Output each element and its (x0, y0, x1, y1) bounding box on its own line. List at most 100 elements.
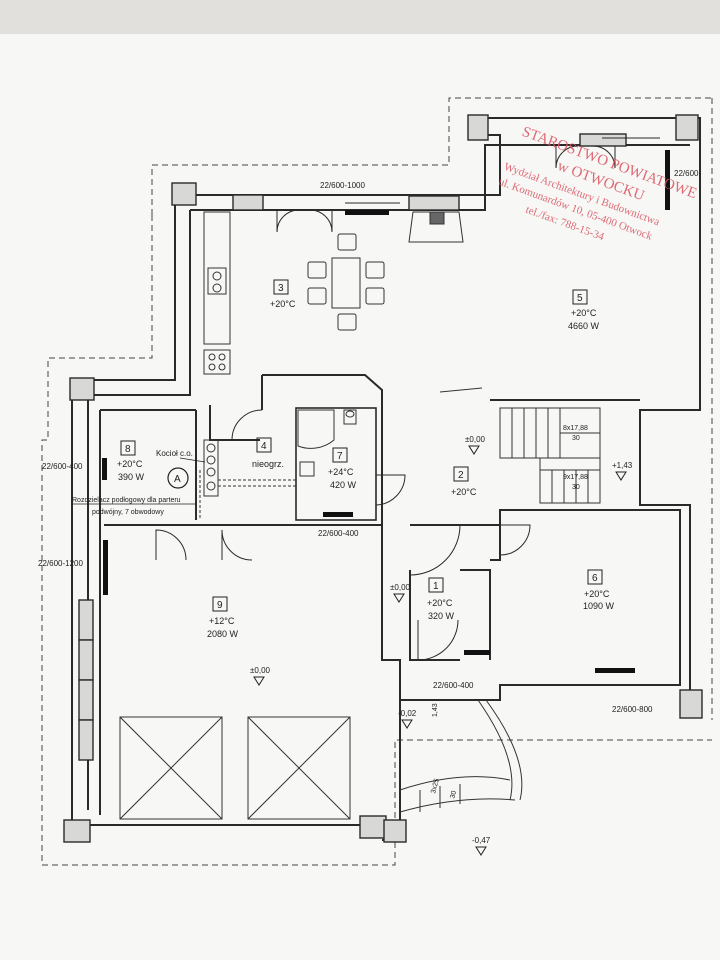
room-label-1: 1 +20°C 320 W (427, 577, 455, 621)
dashed-outline-left (41, 215, 712, 866)
radiator-room7 (323, 512, 353, 517)
room-power-8: 390 W (118, 472, 145, 482)
room-temp-8: +20°C (117, 459, 143, 469)
stair-label-upper: 8x17,88 (563, 425, 588, 432)
level-triangles (253, 445, 627, 856)
staircase (439, 387, 601, 504)
room-number-2: 2 (458, 470, 464, 481)
manifold-label-line1: Rozdzielacz podłogowy dla parteru (72, 497, 181, 504)
radiator-label-2: 22/600-400 (42, 462, 83, 471)
room-number-8: 8 (125, 444, 131, 455)
level-label-6: -0,47 (472, 836, 491, 845)
room-power-9: 2080 W (207, 629, 239, 639)
room-number-9: 9 (217, 600, 223, 611)
door-terrace-room5 (555, 145, 616, 169)
room-temp-7: +24°C (328, 467, 354, 477)
wall-pillars (63, 114, 703, 843)
level-label-3: ±0,00 (390, 583, 411, 592)
room-label-6: 6 +20°C 1090 W (583, 569, 615, 611)
bathroom-fixtures (297, 409, 357, 477)
dashed-outline (151, 97, 712, 215)
room-box-5 (572, 289, 588, 305)
room-temp-5: +20°C (571, 308, 597, 318)
radiator-room8 (102, 458, 107, 480)
radiator-bars (102, 150, 670, 673)
stair-label-upper-sub: 30 (572, 435, 580, 442)
room-number-5: 5 (577, 293, 583, 304)
door-room2-hall (499, 524, 531, 556)
room-label-3: 3 +20°C (270, 279, 296, 309)
room-number-4: 4 (261, 441, 267, 452)
door-room4 (221, 529, 253, 561)
stair-label-lower-sub: 30 (572, 484, 580, 491)
boiler-leader-line (179, 457, 206, 463)
room-number-1: 1 (433, 581, 439, 592)
dim-label-3: 30 (449, 790, 458, 799)
room-temp-1: +20°C (427, 598, 453, 608)
door-room7 (375, 474, 406, 506)
room-name-4: nieogrz. (252, 459, 284, 469)
level-label-2: +1,43 (612, 461, 633, 470)
window-marks (345, 137, 660, 204)
doors (155, 145, 616, 661)
room-box-2 (453, 466, 469, 482)
radiator-label-6: 22/600-800 (612, 705, 653, 714)
door-terrace-room3 (276, 209, 333, 233)
room-number-7: 7 (337, 451, 343, 462)
radiator-label-4: 22/600-400 (318, 529, 359, 538)
manifold-label-line2: podwójny, 7 obwodowy (92, 509, 164, 516)
radiator-room1 (464, 650, 490, 655)
door-entrance (409, 524, 461, 576)
boiler-circle-icon (167, 467, 189, 489)
paper-top-edge (0, 0, 720, 34)
room-label-9: 9 +12°C 2080 W (207, 596, 239, 639)
dim-label-2: 3x25 (430, 778, 441, 795)
room-label-7: 7 +24°C 420 W (328, 447, 357, 490)
fireplace (408, 211, 464, 243)
room-power-6: 1090 W (583, 601, 615, 611)
room-temp-6: +20°C (584, 589, 610, 599)
room-box-7 (332, 447, 348, 463)
room-temp-9: +12°C (209, 616, 235, 626)
door-room8 (155, 529, 187, 561)
room-temp-3: +20°C (270, 299, 296, 309)
stair-label-lower: 9x17,88 (563, 474, 588, 481)
entrance-porch (399, 699, 523, 813)
boiler-symbol: A (174, 474, 181, 485)
radiator-label-7: 22/600- (674, 169, 701, 178)
room-label-5: 5 +20°C 4660 W (568, 289, 600, 331)
radiator-label-3: 22/600-1200 (38, 559, 83, 568)
radiator-label-5: 22/600-400 (433, 681, 474, 690)
level-label-1: ±0,00 (465, 435, 486, 444)
room-box-3 (273, 279, 289, 295)
room-box-1 (428, 577, 444, 593)
dim-label-1: 1,43 (432, 703, 439, 717)
garage-doors (119, 716, 351, 820)
radiator-room3 (345, 210, 389, 215)
room-label-4: 4 nieogrz. (252, 437, 284, 469)
boiler-label: Kocioł c.o. (156, 449, 193, 458)
level-label-5: -0,02 (398, 709, 417, 718)
boiler-equipment (195, 439, 298, 520)
radiator-room5 (665, 150, 670, 210)
room-number-6: 6 (592, 573, 598, 584)
kitchen-units (203, 211, 231, 375)
door-kitchen (231, 409, 263, 441)
room-power-1: 320 W (428, 611, 455, 621)
level-label-4: ±0,00 (250, 666, 271, 675)
room-temp-2: +20°C (451, 487, 477, 497)
room-box-6 (587, 569, 603, 585)
room-label-8: 8 +20°C 390 W (117, 440, 145, 482)
radiator-room9 (103, 540, 108, 595)
room-label-2: 2 +20°C (451, 466, 477, 497)
room-box-9 (212, 596, 228, 612)
room-box-4 (256, 437, 272, 453)
door-room1 (417, 619, 459, 661)
room-number-3: 3 (278, 283, 284, 294)
room-box-8 (120, 440, 136, 456)
radiator-label-1: 22/600-1000 (320, 181, 365, 190)
radiator-room6 (595, 668, 635, 673)
dining-table (307, 233, 385, 331)
room-power-7: 420 W (330, 480, 357, 490)
